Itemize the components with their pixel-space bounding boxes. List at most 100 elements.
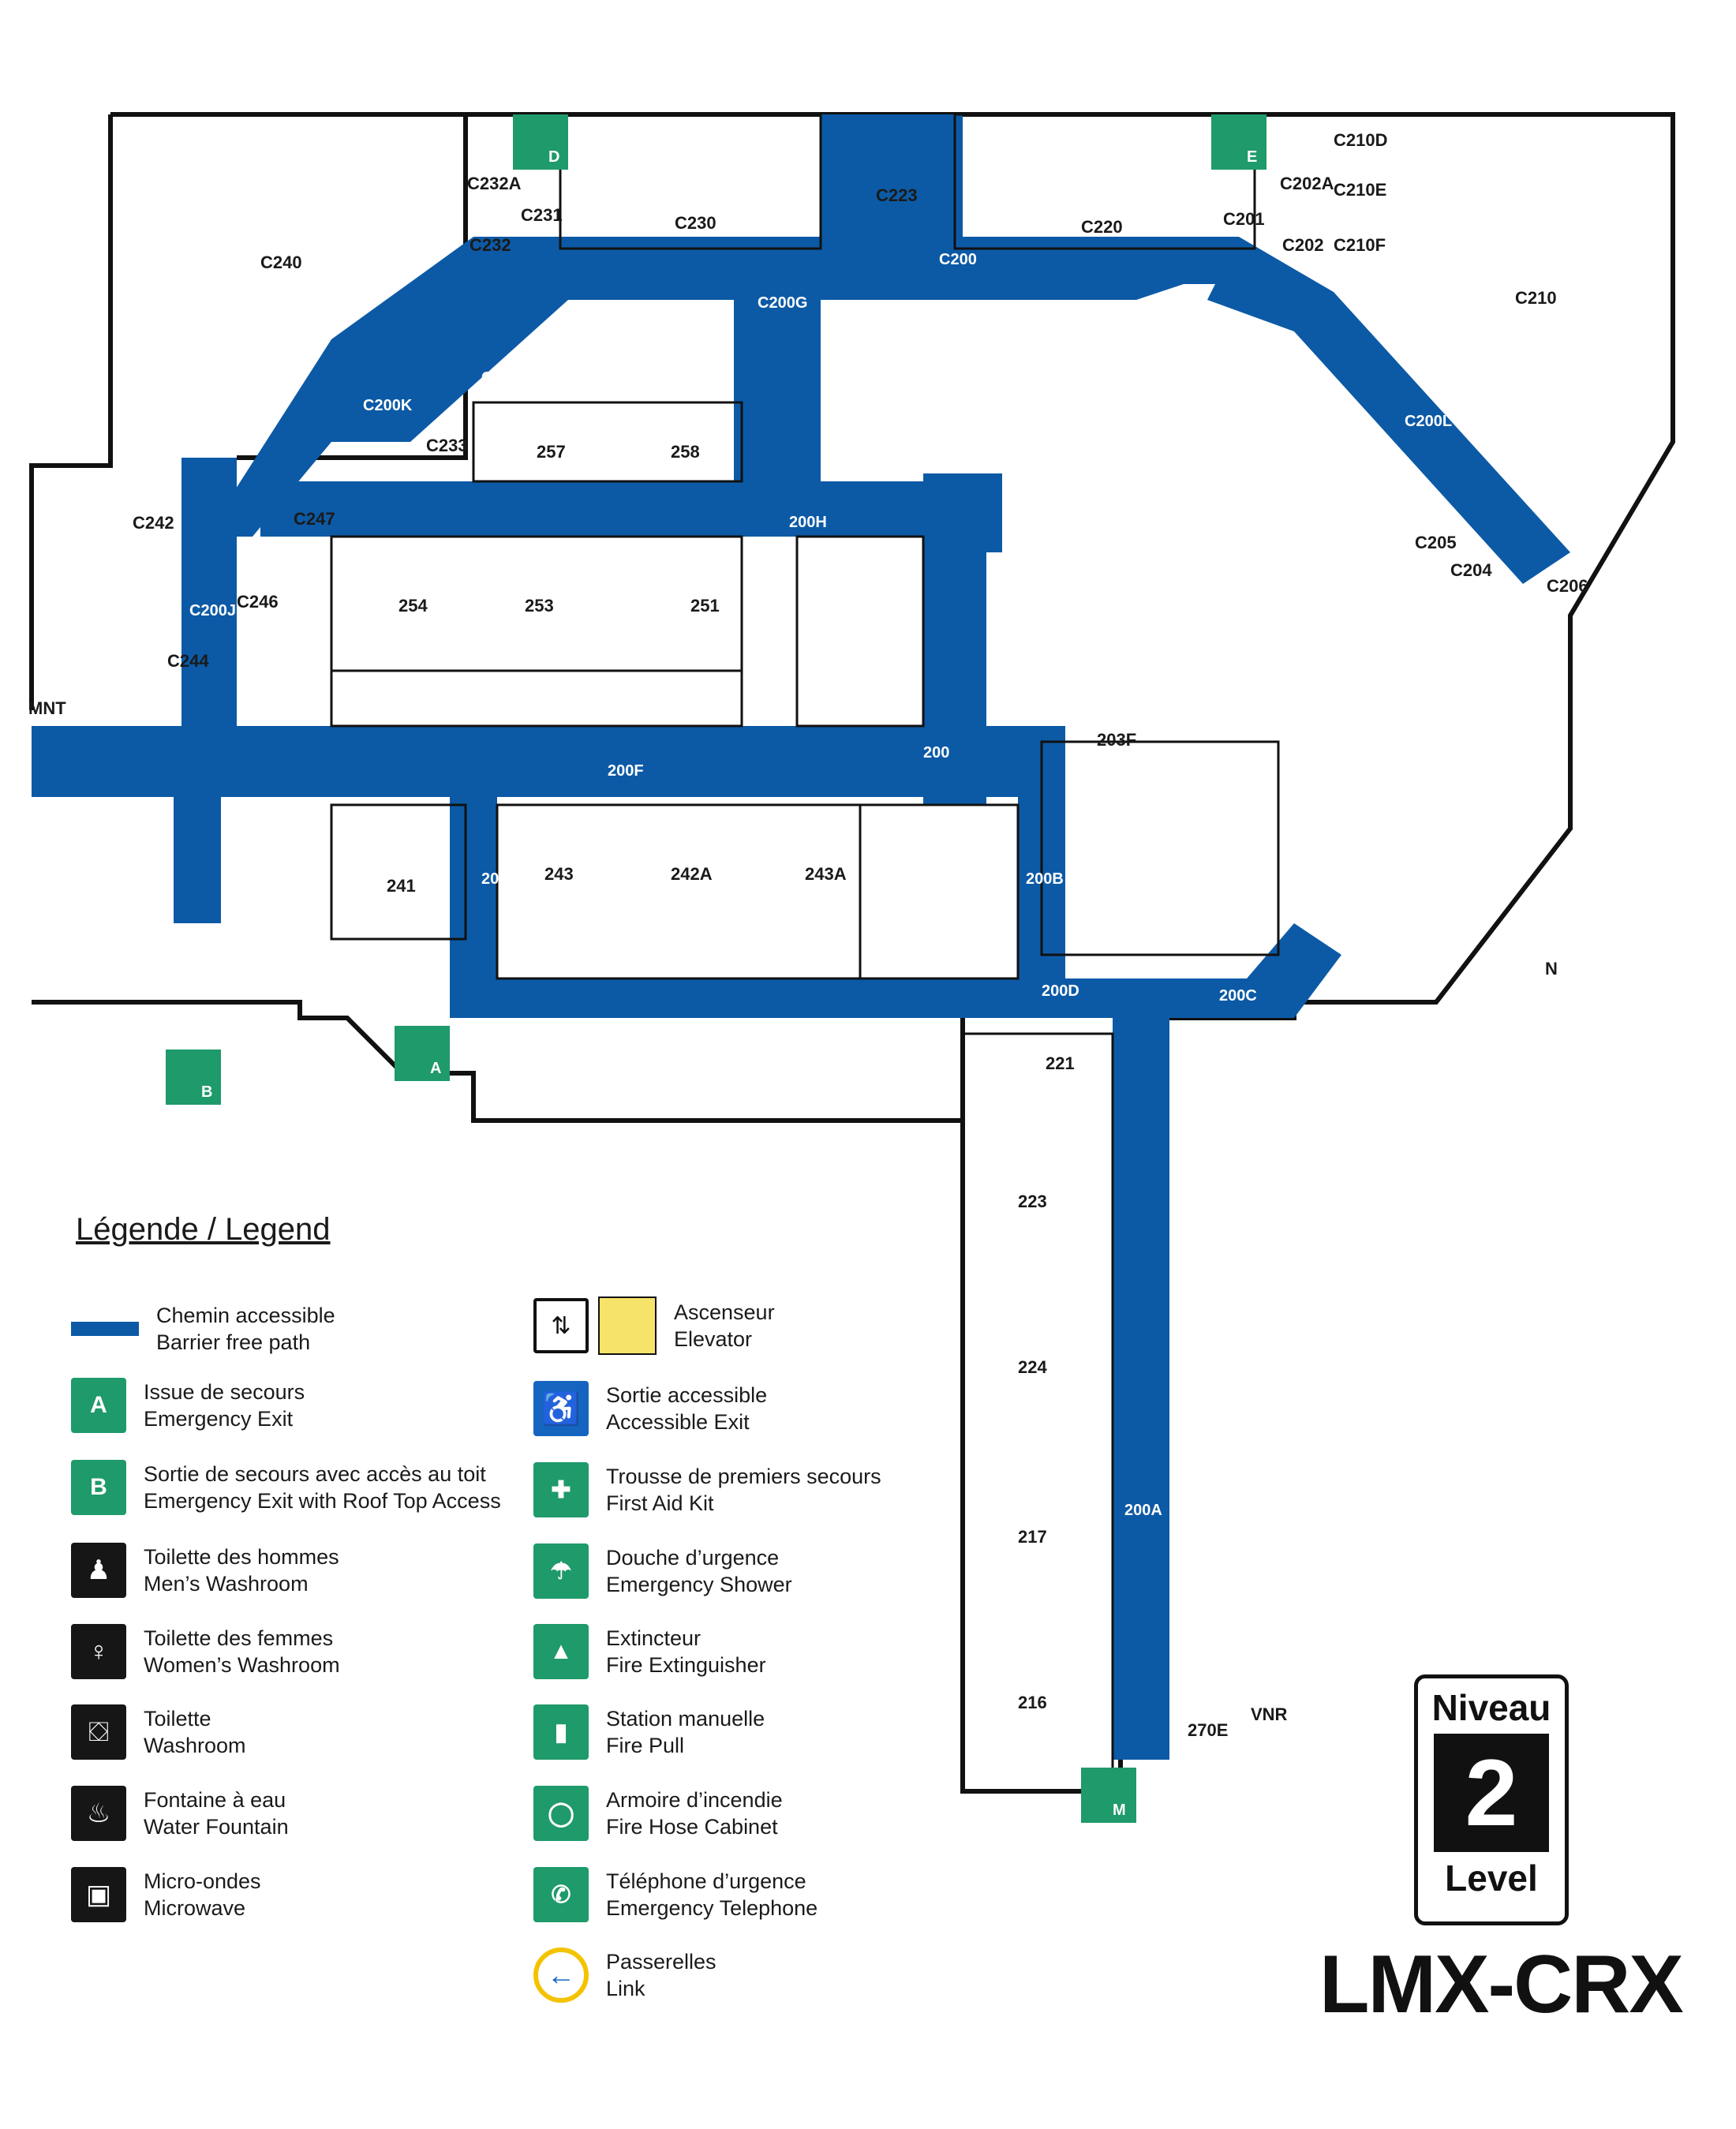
exit-m: M xyxy=(1113,1802,1126,1819)
room-labels: C240 C242 C246 C244 C247 C233 C231 C232 … xyxy=(133,130,1588,1712)
room-c231: C231 xyxy=(521,205,563,225)
level-label-en: Level xyxy=(1445,1858,1538,1899)
room-c244: C244 xyxy=(167,651,209,671)
accessible-exit-icon: ♿ xyxy=(533,1381,589,1436)
corridor-200e: 200E xyxy=(481,870,518,888)
roof-exit-icon: B xyxy=(71,1460,126,1515)
room-c205: C205 xyxy=(1415,533,1457,552)
corridor-200d: 200D xyxy=(1042,982,1079,1000)
room-c223: C223 xyxy=(876,185,918,205)
mens-washroom-icon: ♟ xyxy=(71,1543,126,1598)
washroom-icon: ⛋ xyxy=(71,1704,126,1760)
room-258: 258 xyxy=(671,442,700,462)
exit-f: E xyxy=(1247,148,1257,166)
exit-d: D xyxy=(548,148,559,166)
corridor-c200j: C200J xyxy=(189,602,236,619)
corridor-270e: 270E xyxy=(1188,1720,1228,1740)
fire-hose-icon: ◯ xyxy=(533,1786,589,1841)
room-c206: C206 xyxy=(1547,576,1588,596)
corridor-c200h: C200H xyxy=(481,369,530,387)
elevator-icon: ⇅ xyxy=(533,1298,589,1353)
room-253: 253 xyxy=(525,596,554,616)
room-257: 257 xyxy=(537,442,566,462)
room-c246: C246 xyxy=(237,592,279,612)
room-251: 251 xyxy=(690,596,720,616)
corridor-c200a: C200A xyxy=(821,357,870,375)
room-c233: C233 xyxy=(426,436,468,455)
womens-washroom-icon: ♀ xyxy=(71,1624,126,1679)
water-fountain-icon: ♨ xyxy=(71,1786,126,1841)
corridor-c200b: C200B xyxy=(1247,346,1296,363)
microwave-icon: ▣ xyxy=(71,1867,126,1922)
legend-title: Légende / Legend xyxy=(76,1212,331,1247)
emergency-exit-markers: D E A B M xyxy=(166,114,1266,1823)
room-218: 221 xyxy=(1046,1053,1075,1073)
emergency-exit-icon: A xyxy=(71,1378,126,1433)
emergency-shower-icon: ☂ xyxy=(533,1543,589,1599)
elevator-shaft-swatch xyxy=(598,1296,657,1355)
room-220: 224 xyxy=(1018,1357,1047,1377)
exit-b: B xyxy=(201,1083,212,1101)
room-243: 243A xyxy=(805,864,847,884)
link-icon: ← xyxy=(533,1948,589,2003)
room-c202: C202 xyxy=(1282,235,1324,255)
corridor-c200l: C200L xyxy=(1405,413,1452,430)
room-c204: C204 xyxy=(1450,560,1492,580)
corridor-200h: 200H xyxy=(789,514,827,531)
corridor-c200g: C200G xyxy=(758,294,807,312)
corridor-labels: C200 C200G C200H C200K C200J C200A C200B… xyxy=(189,251,1452,1740)
room-c232a: C232A xyxy=(467,174,522,193)
level-indicator: Niveau 2 Level xyxy=(1414,1674,1569,1925)
room-c232: C232 xyxy=(470,235,511,255)
room-221: 217 xyxy=(1018,1527,1047,1547)
room-c210f: C210F xyxy=(1334,235,1386,255)
outside-vnr: VNR xyxy=(1251,1704,1288,1724)
room-242: 242A xyxy=(671,864,713,884)
room-c240: C240 xyxy=(260,253,302,272)
room-240: 241 xyxy=(387,876,416,896)
room-c202a: C202A xyxy=(1280,174,1334,193)
building-name: LMX-CRX xyxy=(1319,1939,1684,2030)
barrier-free-path-swatch xyxy=(71,1322,139,1336)
room-c247: C247 xyxy=(294,509,335,529)
room-c201: C201 xyxy=(1223,209,1265,229)
first-aid-icon: ✚ xyxy=(533,1462,589,1517)
barrier-free-path xyxy=(32,114,1570,1760)
fire-extinguisher-icon: ▲ xyxy=(533,1624,589,1679)
room-c220: C220 xyxy=(1081,217,1123,237)
compass-north: N xyxy=(1545,959,1558,978)
room-203: 203F xyxy=(1097,730,1136,750)
corridor-c200k: C200K xyxy=(363,397,413,414)
room-c210e: C210E xyxy=(1334,180,1386,200)
outside-mnt: MNT xyxy=(28,698,66,718)
level-label-fr: Niveau xyxy=(1431,1687,1551,1728)
corridor-200b: 200B xyxy=(1026,870,1064,888)
exit-a: A xyxy=(430,1060,441,1077)
corridor-200a: 200A xyxy=(1124,1502,1162,1519)
room-219: 223 xyxy=(1018,1192,1047,1211)
room-blocks xyxy=(330,113,1280,1793)
room-254: 254 xyxy=(398,596,428,616)
room-c210: C210 xyxy=(1515,288,1557,308)
room-c230: C230 xyxy=(675,213,716,233)
corridor-200c: 200C xyxy=(1219,987,1257,1005)
corridor-200: 200 xyxy=(923,744,949,761)
corridor-c200m: C200M xyxy=(669,298,720,316)
room-223: 216 xyxy=(1018,1693,1047,1712)
